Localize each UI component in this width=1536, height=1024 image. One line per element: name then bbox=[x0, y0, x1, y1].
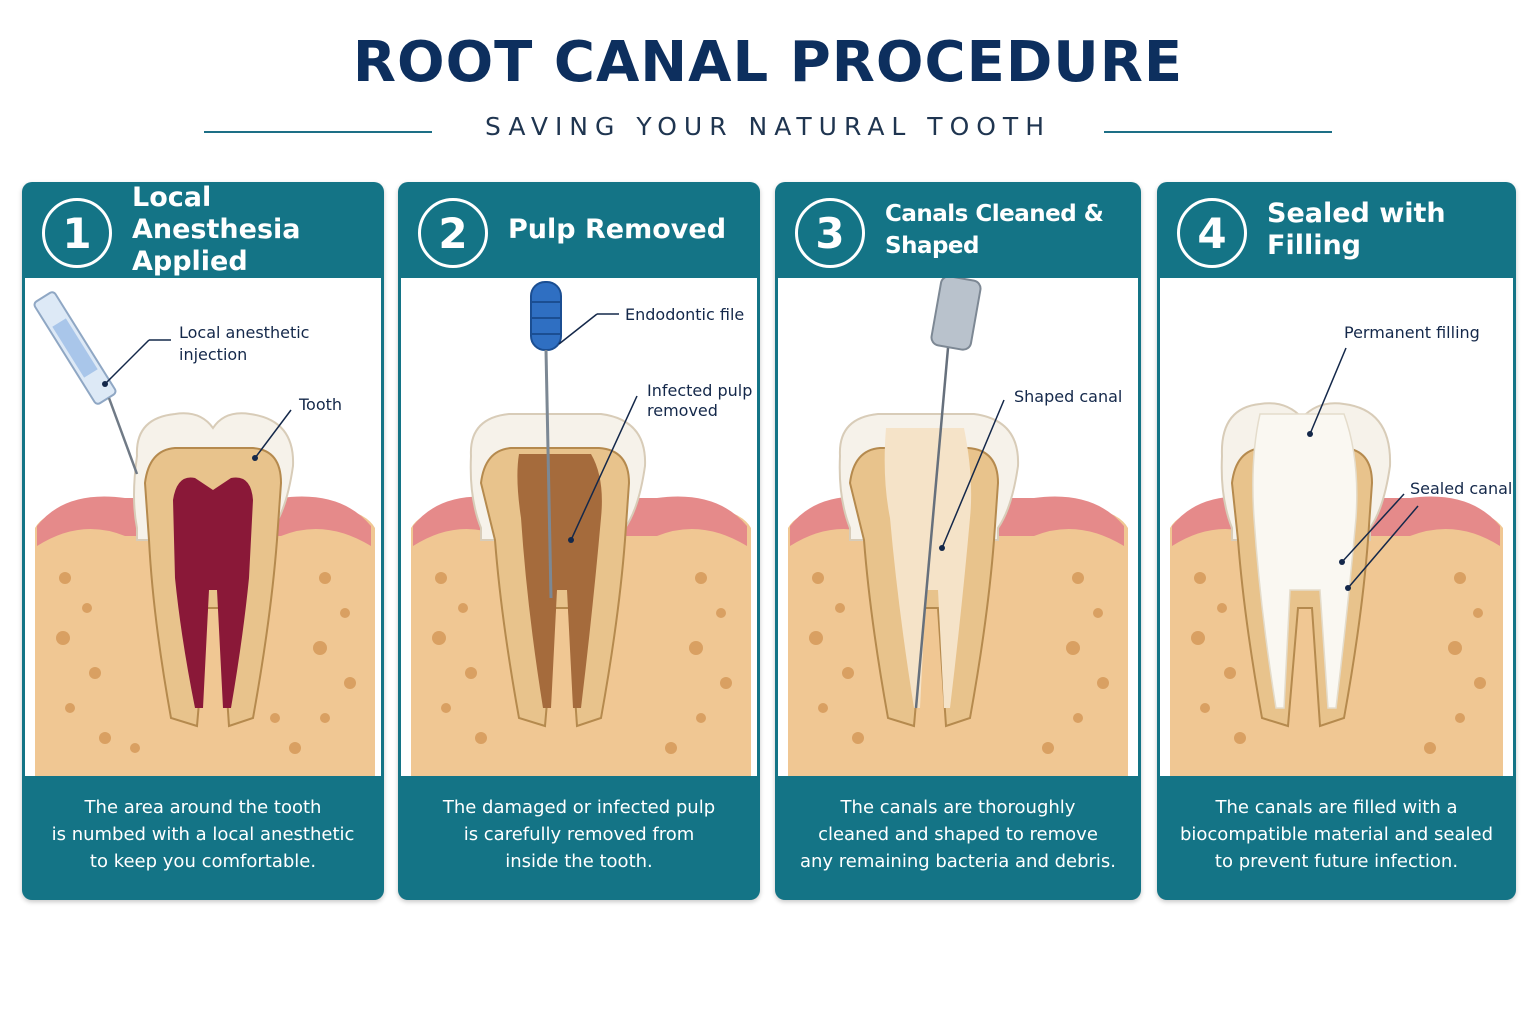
step-title-line: Canals Cleaned & Shaped bbox=[885, 201, 1104, 259]
subtitle-row: SAVING YOUR NATURAL TOOTH bbox=[0, 110, 1536, 150]
step-header: 3 Canals Cleaned & Shaped bbox=[775, 182, 1141, 278]
description-line: The canals are thoroughly bbox=[840, 797, 1076, 818]
step-card-1: 1 Local Anesthesia Applied bbox=[22, 182, 384, 900]
step-number-badge: 2 bbox=[418, 198, 488, 268]
description-line: biocompatible material and sealed bbox=[1179, 824, 1494, 845]
step-card-3: 3 Canals Cleaned & Shaped bbox=[775, 182, 1141, 900]
description-line: to prevent future infection. bbox=[1214, 851, 1459, 872]
pulp-label: Infected pulp bbox=[647, 381, 752, 400]
sealed-leader-line bbox=[1347, 505, 1419, 589]
filling-leader-line bbox=[1309, 347, 1347, 435]
step-title-line: Pulp Removed bbox=[508, 214, 727, 245]
sealed-leader-line bbox=[1341, 493, 1405, 563]
file-leader-line bbox=[558, 313, 598, 345]
step-header: 1 Local Anesthesia Applied bbox=[22, 182, 384, 278]
step-header: 2 Pulp Removed bbox=[398, 182, 760, 278]
step-description: The area around the tooth is numbed with… bbox=[32, 794, 374, 875]
tooth-leader-line bbox=[254, 409, 292, 459]
step-illustration: Local anesthetic injection Tooth bbox=[25, 278, 381, 776]
description-line: any remaining bacteria and debris. bbox=[799, 851, 1117, 872]
step-illustration: Endodontic file Infected pulp removed bbox=[401, 278, 757, 776]
step-number-badge: 4 bbox=[1177, 198, 1247, 268]
step-card-2: 2 Pulp Removed bbox=[398, 182, 760, 900]
step-title-line: Local Anesthesia bbox=[132, 182, 301, 245]
step-illustration: Shaped canal bbox=[778, 278, 1138, 776]
pulp-label: removed bbox=[647, 401, 718, 420]
description-line: The damaged or infected pulp bbox=[442, 797, 716, 818]
step-title: Pulp Removed bbox=[508, 182, 754, 278]
step-title: Sealed with Filling bbox=[1267, 182, 1510, 278]
step-description: The canals are filled with a biocompatib… bbox=[1167, 794, 1506, 875]
endodontic-file-icon bbox=[530, 281, 562, 599]
step-card-4: 4 Sealed with Filling Permanent filling bbox=[1157, 182, 1516, 900]
description-line: to keep you comfortable. bbox=[89, 851, 317, 872]
step-title: Canals Cleaned & Shaped bbox=[885, 182, 1135, 278]
file-label: Endodontic file bbox=[625, 305, 744, 324]
step-description: The damaged or infected pulp is carefull… bbox=[408, 794, 750, 875]
step-description: The canals are thoroughly cleaned and sh… bbox=[785, 794, 1131, 875]
page-subtitle: SAVING YOUR NATURAL TOOTH bbox=[485, 112, 1051, 141]
step-header: 4 Sealed with Filling bbox=[1157, 182, 1516, 278]
step-number-badge: 3 bbox=[795, 198, 865, 268]
description-line: is carefully removed from bbox=[463, 824, 695, 845]
description-line: cleaned and shaped to remove bbox=[818, 824, 1098, 845]
description-line: inside the tooth. bbox=[505, 851, 653, 872]
injection-label: Local anesthetic bbox=[179, 323, 309, 342]
injection-label: injection bbox=[179, 345, 247, 364]
step-title-line: Sealed with Filling bbox=[1267, 198, 1446, 261]
subtitle-divider-left bbox=[204, 131, 432, 133]
step-title-line: Applied bbox=[132, 246, 248, 277]
step-title: Local Anesthesia Applied bbox=[132, 182, 378, 278]
step-illustration: Permanent filling Sealed canals bbox=[1160, 278, 1513, 776]
description-line: The canals are filled with a bbox=[1215, 797, 1458, 818]
canal-leader-line bbox=[941, 399, 1005, 549]
subtitle-divider-right bbox=[1104, 131, 1332, 133]
page-title: ROOT CANAL PROCEDURE bbox=[352, 30, 1184, 95]
tooth-pulp bbox=[173, 477, 253, 708]
syringe-icon bbox=[33, 291, 139, 475]
canal-label: Shaped canal bbox=[1014, 387, 1122, 406]
description-line: The area around the tooth bbox=[84, 797, 322, 818]
filling-label: Permanent filling bbox=[1344, 323, 1480, 342]
injection-leader-line bbox=[104, 339, 150, 385]
permanent-filling bbox=[1252, 413, 1358, 709]
description-line: is numbed with a local anesthetic bbox=[51, 824, 355, 845]
tooth-label: Tooth bbox=[298, 395, 342, 414]
pulp-leader-line bbox=[570, 395, 638, 541]
handpiece-icon bbox=[914, 278, 982, 709]
sealed-label: Sealed canals bbox=[1410, 479, 1513, 498]
step-number-badge: 1 bbox=[42, 198, 112, 268]
